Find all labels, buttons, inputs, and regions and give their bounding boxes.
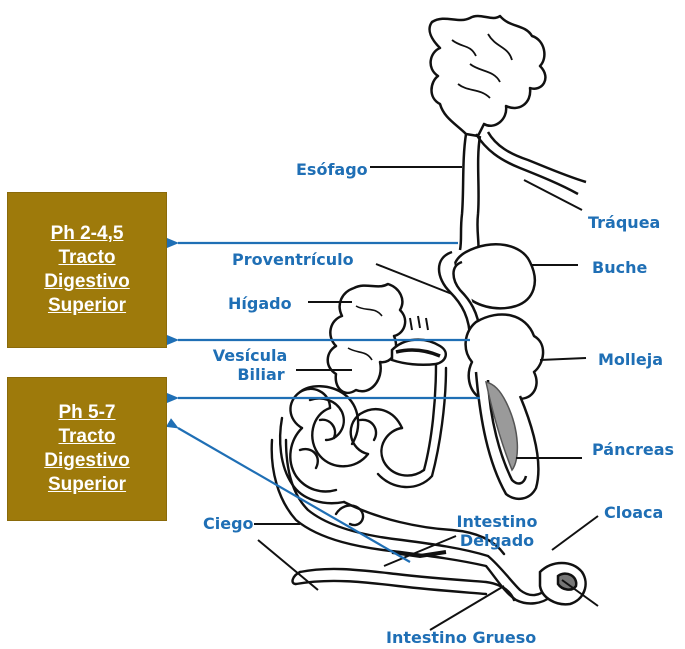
label-molleja: Molleja — [598, 350, 663, 369]
label-ciego: Ciego — [203, 514, 254, 533]
ceca-illustration — [293, 569, 514, 600]
larynx-illustration — [430, 16, 546, 136]
cloaca-illustration — [540, 563, 586, 604]
label-intestino-grueso: Intestino Grueso — [386, 628, 536, 647]
label-proventriculo: Proventrículo — [232, 250, 354, 269]
label-pancreas: Páncreas — [592, 440, 674, 459]
label-delgado-line1: Intestino — [452, 512, 542, 531]
label-cloaca: Cloaca — [604, 503, 663, 522]
crop-illustration — [454, 244, 535, 308]
arrow-small-intestine — [178, 428, 410, 562]
label-delgado-line2: Delgado — [452, 531, 542, 550]
label-vesicula-line2: Biliar — [208, 365, 292, 384]
label-vesicula-biliar: Vesícula Biliar — [208, 346, 292, 384]
label-traquea: Tráquea — [588, 213, 660, 232]
label-buche: Buche — [592, 258, 647, 277]
ph-box-upper: Ph 2-4,5 Tracto Digestivo Superior — [7, 192, 167, 348]
esophagus-illustration — [460, 134, 480, 254]
ph-box-lower: Ph 5-7 Tracto Digestivo Superior — [7, 377, 167, 521]
liver-illustration — [328, 284, 405, 393]
label-higado: Hígado — [228, 294, 292, 313]
ph-box-upper-text[interactable]: Ph 2-4,5 Tracto Digestivo Superior — [44, 222, 130, 318]
label-vesicula-line1: Vesícula — [208, 346, 292, 365]
ph-box-lower-text[interactable]: Ph 5-7 Tracto Digestivo Superior — [44, 401, 130, 497]
label-intestino-delgado: Intestino Delgado — [452, 512, 542, 550]
label-esofago: Esófago — [296, 160, 368, 179]
